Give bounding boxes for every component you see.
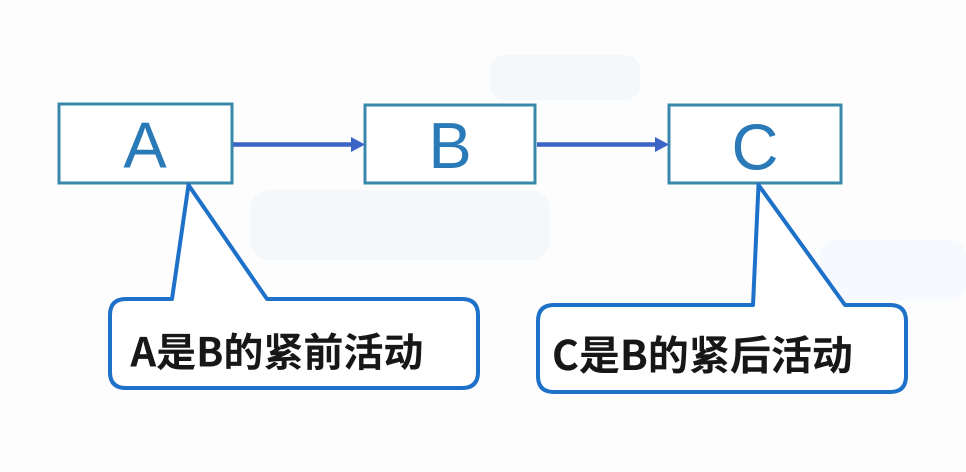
- svg-text:A: A: [123, 109, 167, 182]
- svg-text:B: B: [428, 109, 471, 182]
- svg-text:C: C: [732, 111, 779, 184]
